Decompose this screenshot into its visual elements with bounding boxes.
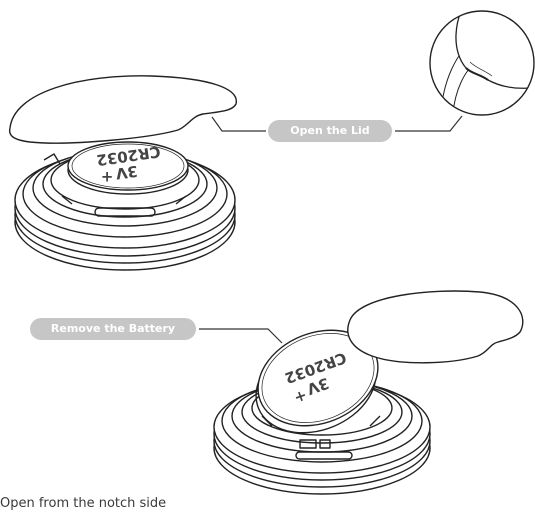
lid-lifted [10,76,237,143]
lid-aside [348,291,523,363]
connector-line-open [212,117,266,131]
battery-polarity-1: + [101,168,114,186]
footer-note: Open from the notch side [0,496,300,516]
remove-battery-label: Remove the Battery [30,318,196,340]
open-lid-label: Open the Lid [268,120,392,142]
connector-line-remove [199,329,282,343]
zoom-detail-circle [430,0,535,130]
connector-line-open-zoom [395,116,462,131]
step-remove-battery-illustration [214,291,523,494]
